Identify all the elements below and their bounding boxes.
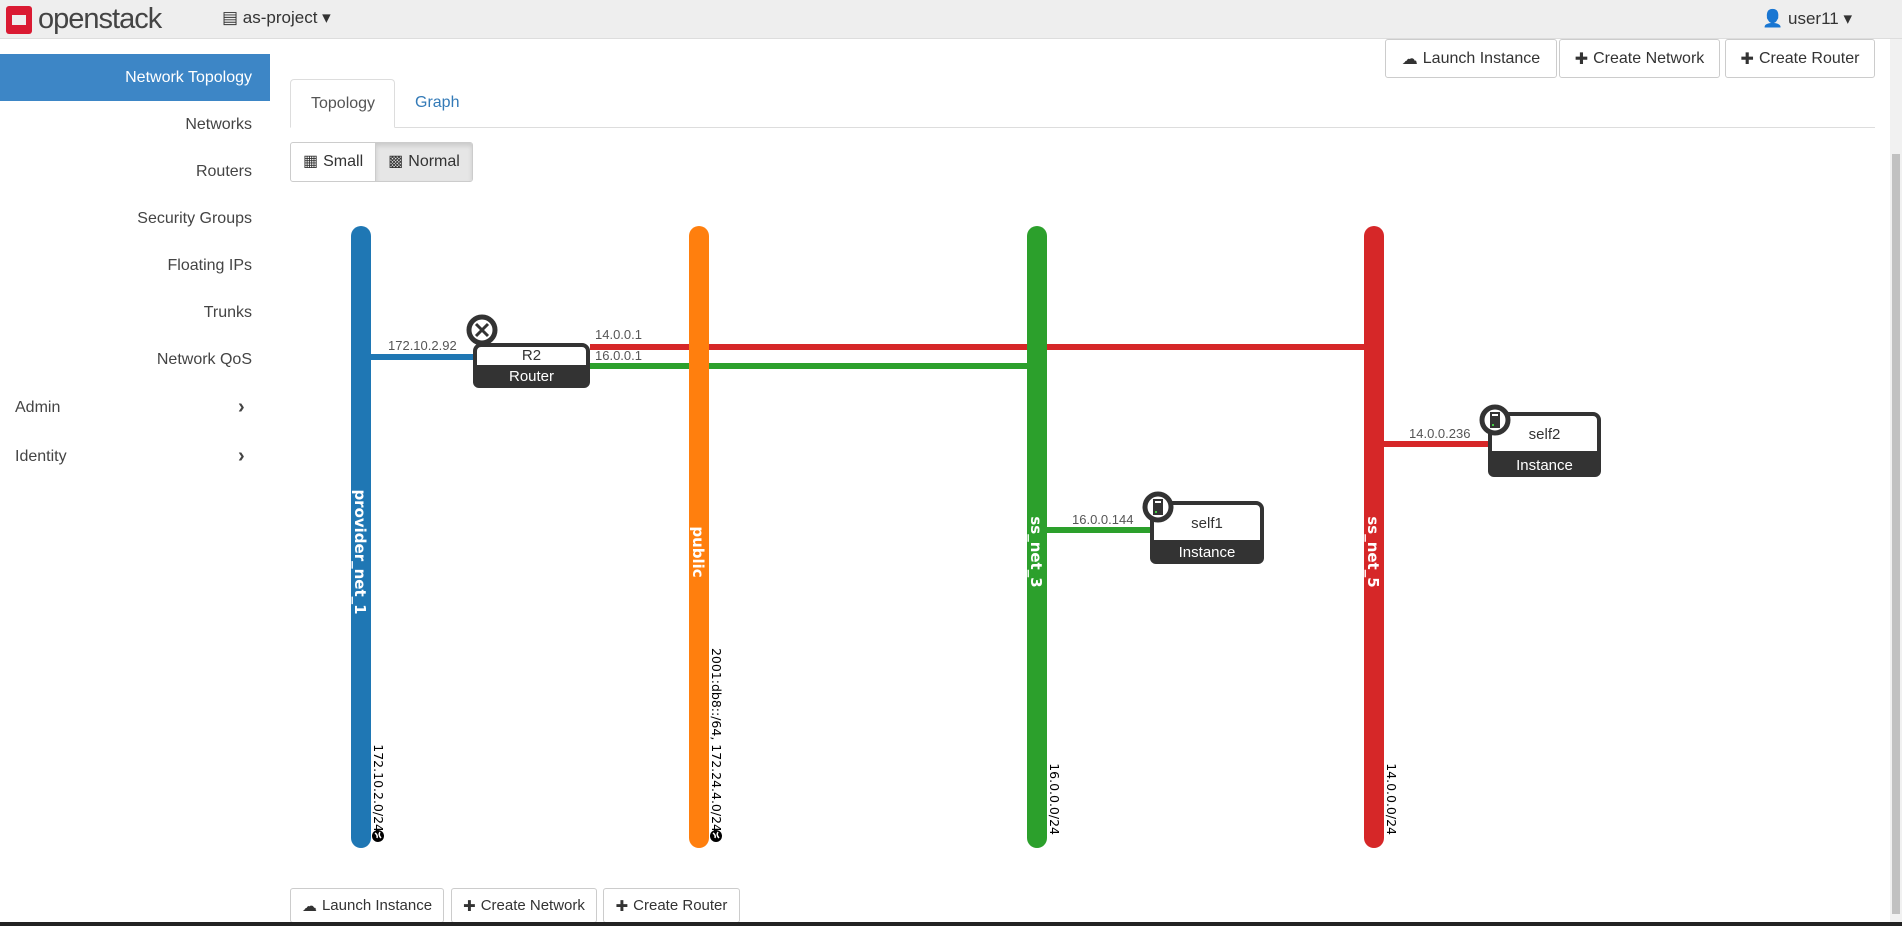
port-ip-label: 14.0.0.236 (1409, 426, 1470, 441)
node-name: self2 (1529, 426, 1561, 443)
router-icon-arrows (474, 322, 490, 338)
button-label: Small (323, 153, 364, 170)
sidebar-group-admin[interactable]: Admin › (0, 383, 270, 432)
project-name: as-project (242, 8, 318, 27)
group-label: Admin (15, 399, 61, 416)
project-selector[interactable]: ▤ as-project ▾ (222, 8, 331, 28)
sidebar-group-identity[interactable]: Identity › (0, 432, 270, 481)
plus-icon: ✚ (463, 897, 476, 915)
server-icon-body (1490, 412, 1500, 428)
logo-text: openstack (38, 3, 162, 35)
network-name: ss_net_5 (1364, 516, 1382, 587)
server-icon-body (1153, 499, 1163, 515)
network-cidr: 2001:db8::/64, 172.24.4.0/24 (709, 648, 724, 832)
user-menu[interactable]: 👤 user11 ▾ (1762, 9, 1852, 29)
group-label: Identity (15, 448, 67, 465)
size-toggle: ▦Small ▩Normal (290, 142, 473, 182)
launch-instance-button[interactable]: ☁Launch Instance (1385, 39, 1557, 78)
plus-icon: ✚ (1740, 50, 1754, 68)
create-router-button-bottom[interactable]: ✚Create Router (603, 888, 740, 923)
server-icon-slot (1492, 414, 1498, 416)
node-type: Instance (1179, 544, 1236, 561)
scrollbar[interactable] (1890, 39, 1902, 926)
globe-icon-detail (712, 831, 720, 839)
openstack-logo-icon (6, 5, 32, 34)
tab-topology[interactable]: Topology (290, 79, 395, 128)
node-type: Router (509, 368, 554, 385)
server-icon-led (1492, 424, 1494, 426)
user-name: user11 (1788, 9, 1839, 28)
port-ip-label: 16.0.0.1 (595, 348, 642, 363)
scrollbar-thumb[interactable] (1892, 154, 1900, 914)
button-label: Normal (408, 153, 460, 170)
chevron-right-icon: › (238, 445, 245, 467)
node-type-band (1488, 451, 1601, 477)
create-network-button[interactable]: ✚Create Network (1559, 39, 1720, 78)
small-view-button[interactable]: ▦Small (291, 143, 375, 181)
server-icon-led (1155, 511, 1157, 513)
network-cidr: 14.0.0.0/24 (1384, 763, 1399, 835)
plus-icon: ✚ (1574, 50, 1589, 68)
network-bar-ss_net_3[interactable] (1027, 226, 1047, 848)
network-bar-ss_net_5[interactable] (1364, 226, 1384, 848)
sidebar-item-trunks[interactable]: Trunks (203, 304, 252, 321)
button-label: Create Network (1593, 49, 1705, 67)
user-icon: 👤 (1762, 9, 1784, 28)
sidebar-item-routers[interactable]: Routers (195, 163, 252, 180)
globe-icon (710, 830, 722, 842)
globe-icon (372, 830, 384, 842)
chevron-right-icon: › (238, 396, 245, 418)
tab-graph[interactable]: Graph (415, 94, 460, 111)
caret-down-icon: ▾ (1843, 9, 1852, 28)
node-type-band (1150, 540, 1264, 564)
network-name: provider_net_1 (351, 489, 369, 614)
port-ip-label: 172.10.2.92 (388, 338, 457, 353)
sidebar-item-security-groups[interactable]: Security Groups (137, 210, 252, 227)
plus-icon: ✚ (615, 897, 629, 915)
th-icon: ▦ (303, 153, 319, 170)
network-cidr: 172.10.2.0/24 (371, 744, 386, 832)
tab-bar: Topology Graph (290, 79, 1875, 128)
button-label: Launch Instance (1422, 49, 1541, 67)
th-large-icon: ▩ (388, 153, 404, 170)
network-cidr: 16.0.0.0/24 (1047, 763, 1062, 835)
network-name: public (689, 526, 707, 577)
network-name: ss_net_3 (1027, 516, 1045, 587)
project-icon: ▤ (222, 8, 239, 27)
normal-view-button[interactable]: ▩Normal (375, 143, 472, 181)
button-label: Create Router (633, 897, 728, 914)
button-label: Create Router (1758, 49, 1860, 67)
sidebar-item-networks[interactable]: Networks (185, 116, 252, 133)
sidebar-item-network-qos[interactable]: Network QoS (156, 351, 252, 368)
globe-icon-detail (374, 831, 382, 839)
port-ip-label: 16.0.0.144 (1072, 512, 1133, 527)
node-name: R2 (522, 347, 541, 364)
sidebar-item-floating-ips[interactable]: Floating IPs (167, 257, 252, 274)
create-network-button-bottom[interactable]: ✚Create Network (451, 888, 597, 923)
top-navbar: openstack ▤ as-project ▾ 👤 user11 ▾ (0, 0, 1902, 39)
button-label: Create Network (480, 897, 585, 914)
launch-instance-button-bottom[interactable]: ☁Launch Instance (290, 888, 444, 923)
create-router-button[interactable]: ✚Create Router (1725, 39, 1875, 78)
taskbar-edge (0, 922, 1902, 926)
cloud-upload-icon: ☁ (1401, 50, 1418, 68)
port-ip-label: 14.0.0.1 (595, 327, 642, 342)
openstack-logo[interactable]: openstack (6, 3, 162, 36)
node-name: self1 (1191, 515, 1223, 532)
sidebar-item-network-topology[interactable]: Network Topology (0, 54, 270, 101)
cloud-upload-icon: ☁ (301, 897, 317, 915)
node-type-band (473, 365, 590, 388)
network-bar-provider_net_1[interactable] (351, 226, 371, 848)
caret-down-icon: ▾ (322, 8, 331, 27)
network-bar-public[interactable] (689, 226, 709, 848)
button-label: Launch Instance (321, 897, 433, 914)
server-icon-slot (1155, 501, 1161, 503)
node-type: Instance (1516, 457, 1573, 474)
sidebar: Network Topology Networks Routers Securi… (0, 54, 270, 481)
